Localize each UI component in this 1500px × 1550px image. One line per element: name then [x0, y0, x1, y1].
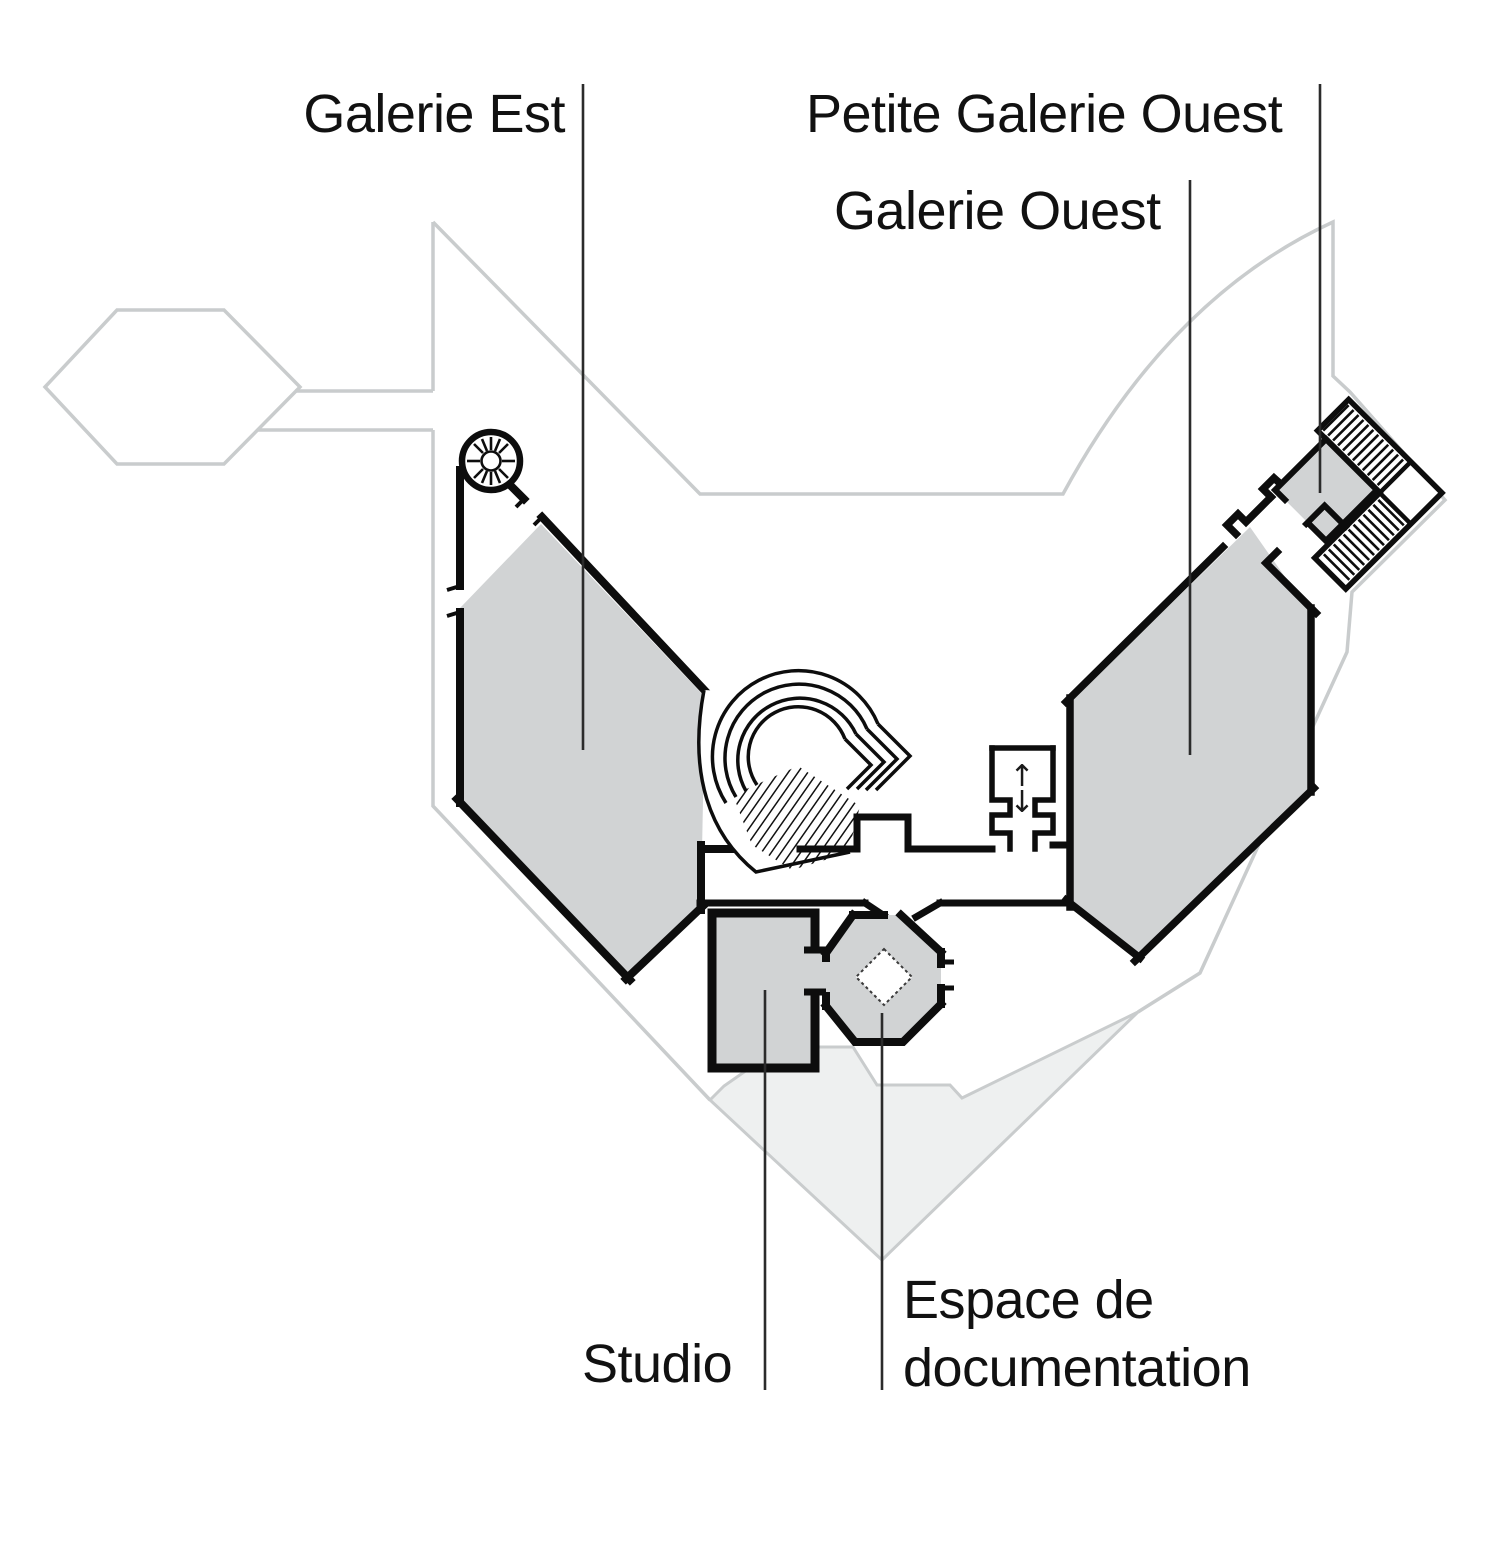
building-outline: [42, 219, 1448, 1102]
corridor-south-wall: [696, 898, 1074, 922]
espace-right-stub: [941, 959, 954, 991]
room-galerie-est: [446, 466, 805, 986]
room-petite-galerie-ouest: [1270, 395, 1446, 593]
door-tick-marks: [446, 497, 544, 618]
leader-lines: [581, 84, 1322, 1390]
outline-main: [431, 219, 1448, 1014]
label-espace-line1: Espace de: [903, 1270, 1154, 1330]
outline-corridor: [257, 389, 433, 432]
spiral-staircase-icon: [458, 428, 524, 494]
galerie-ouest-north-notch1: [1221, 491, 1277, 540]
petite-galerie-inner-wall: [1301, 501, 1351, 532]
outline-left-peak: [431, 222, 712, 1102]
galerie-ouest-north-wall: [1060, 541, 1229, 708]
stair-treads-hatch: [733, 766, 860, 870]
galerie-ouest-south-walls: [1060, 782, 1320, 967]
elevator: ↑ ↓: [989, 745, 1056, 852]
petite-galerie-walls: [1270, 434, 1382, 546]
petite-stair-landing-border: [1376, 460, 1413, 526]
galerie-est-south-walls: [451, 793, 805, 986]
label-espace-line2: documentation: [903, 1338, 1251, 1399]
label-petite-galerie-ouest: Petite Galerie Ouest: [806, 84, 1283, 144]
elevator-down-icon: ↓: [1009, 785, 1034, 820]
room-espace-documentation: [820, 909, 954, 1046]
espace-diamond: [854, 947, 914, 1007]
stair-chevrons: [843, 722, 913, 792]
outline-hexagon-terrace: [42, 308, 303, 466]
room-studio: [707, 908, 820, 1073]
stair-outer-curve: [697, 689, 851, 874]
elevator-up-icon: ↑: [1009, 759, 1034, 794]
curved-staircase-icon: [697, 668, 913, 874]
label-galerie-ouest: Galerie Ouest: [834, 181, 1161, 241]
l-shaped-staircase-icon: [1322, 404, 1405, 581]
label-studio: Studio: [582, 1334, 733, 1394]
label-galerie-est: Galerie Est: [303, 84, 565, 144]
label-espace-documentation: Espace de documentation: [903, 1266, 1251, 1402]
